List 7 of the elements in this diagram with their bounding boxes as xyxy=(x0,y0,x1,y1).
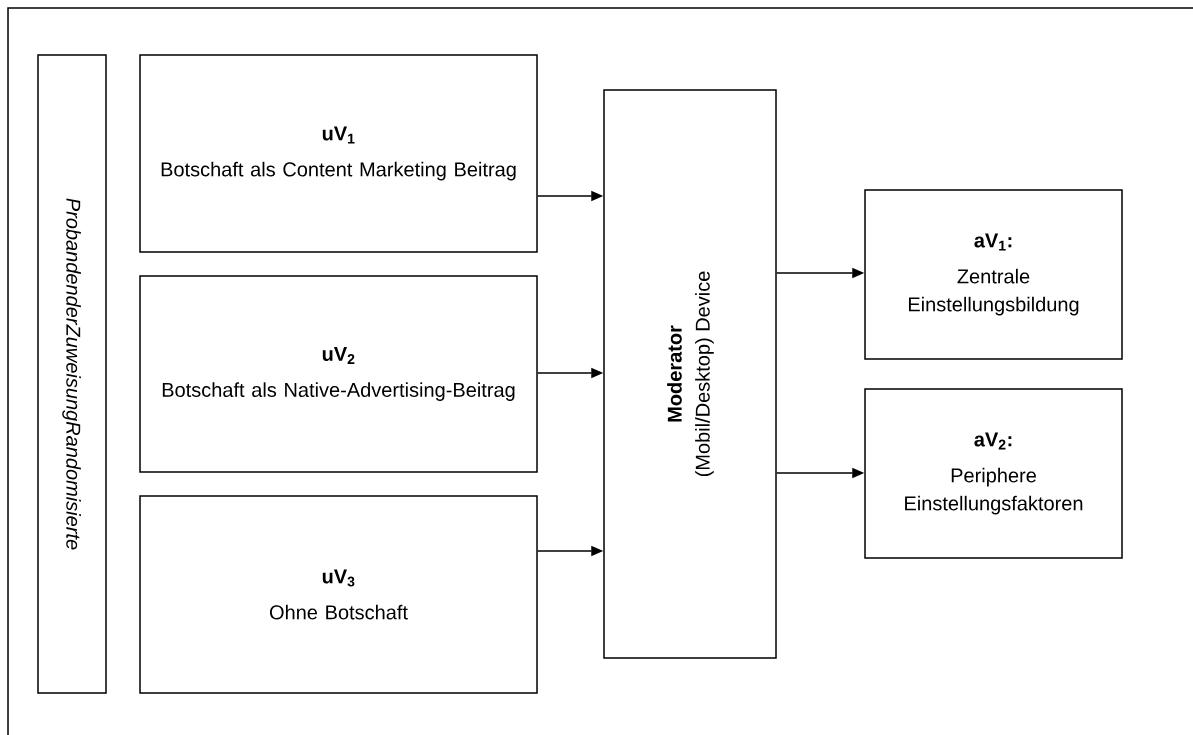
variable-box: uV$_{1}$ Botschaft als Content Marketing Beitrag xyxy=(139,54,538,253)
variable-box: aV$_{1}$: Zentrale Einstellungsbildung xyxy=(864,189,1123,360)
variable-box: aV$_{2}$: Periphere Einstellungsfaktoren xyxy=(864,388,1123,559)
moderator-box: Moderator (Mobil/Desktop) Device xyxy=(603,89,777,659)
label-box: ProbandenderZuweisungRandomisierte xyxy=(37,54,107,694)
variable-box: uV$_{2}$ Botschaft als Native-Advertising-Beitrag xyxy=(139,275,538,473)
variable-box: uV$_{3}$ Ohne Botschaft xyxy=(139,495,538,694)
